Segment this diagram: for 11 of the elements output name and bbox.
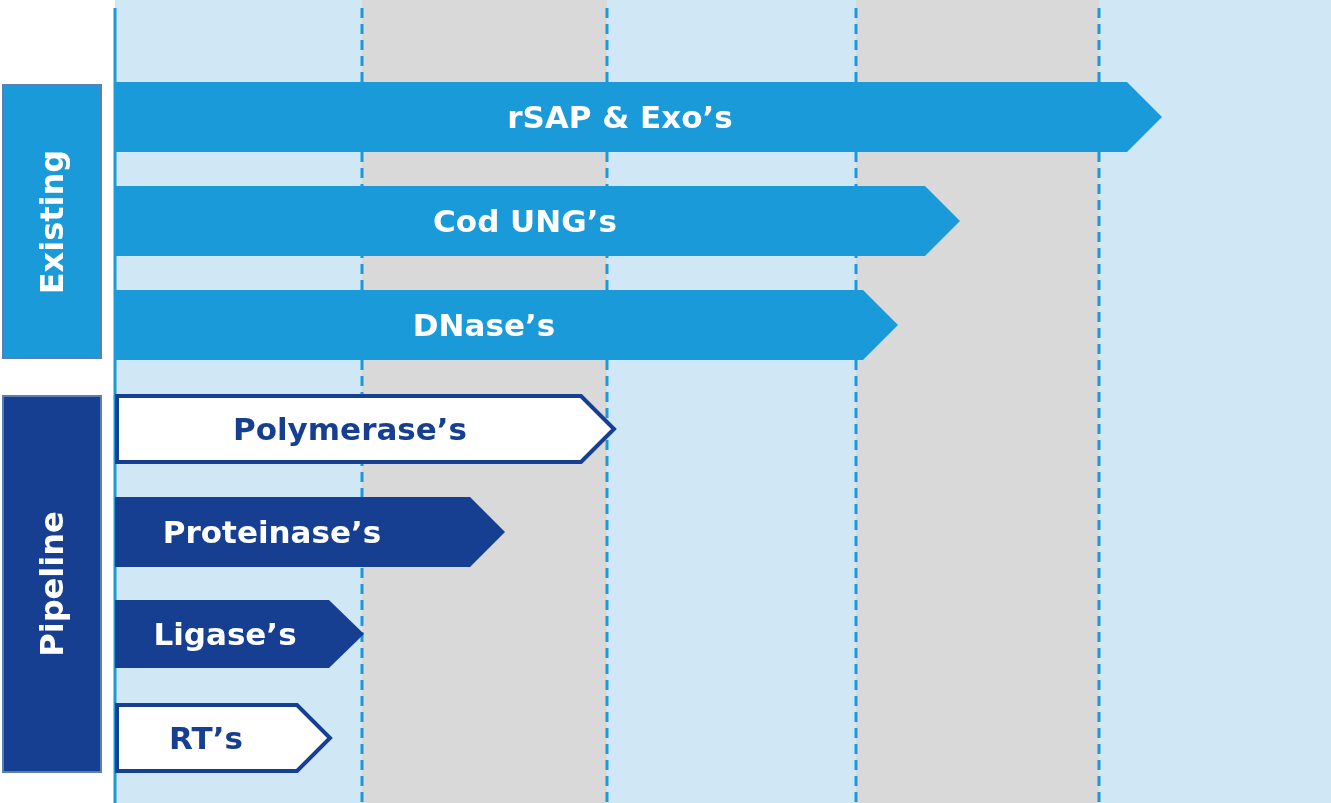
group-band	[2, 395, 102, 773]
bar-label: RT’s	[169, 720, 243, 756]
group-label: Existing	[33, 149, 71, 294]
group-band	[2, 84, 102, 359]
group-label: Pipeline	[33, 511, 71, 657]
bar-label: Ligase’s	[153, 616, 297, 652]
bar-label: Proteinase’s	[162, 514, 382, 550]
bar-label: Polymerase’s	[232, 411, 468, 447]
bar-label: rSAP & Exo’s	[507, 99, 733, 135]
bar-label: Cod UNG’s	[433, 203, 617, 239]
bar-label: DNase’s	[412, 307, 556, 343]
